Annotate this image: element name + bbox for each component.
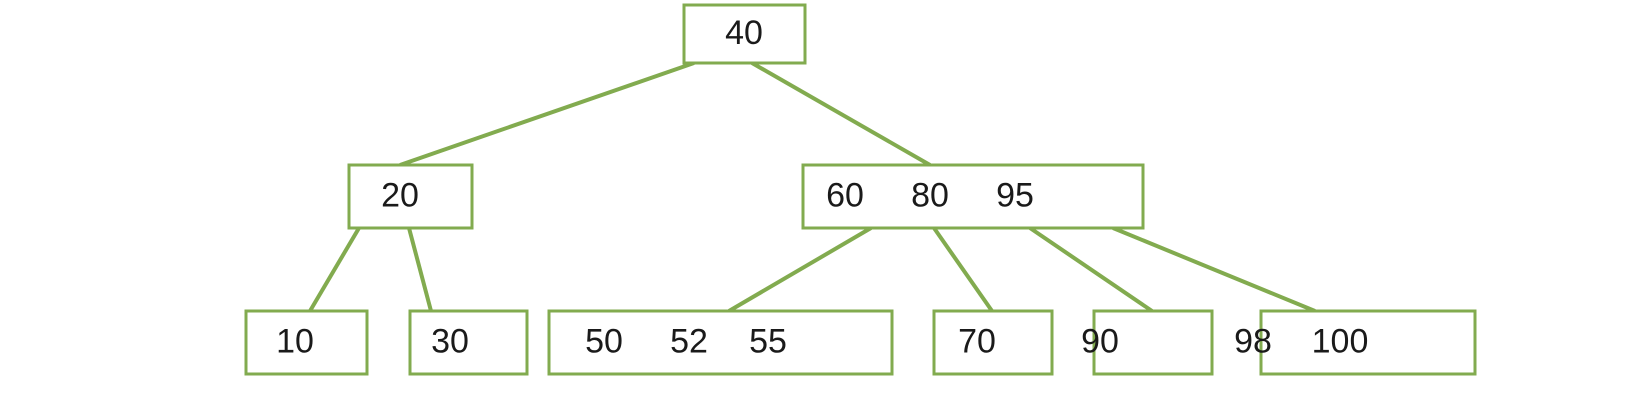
node-box <box>801 163 1145 230</box>
tree-node[interactable]: 90 <box>1081 309 1214 376</box>
node-box <box>682 3 807 65</box>
node-key: 60 <box>826 176 864 214</box>
tree-edge <box>727 226 873 313</box>
edge-layer <box>308 61 1316 313</box>
node-box <box>932 309 1054 376</box>
tree-edge <box>1028 226 1154 313</box>
tree-edge <box>399 61 695 167</box>
node-key: 40 <box>725 14 763 52</box>
tree-node[interactable]: 98 100 <box>1234 309 1477 376</box>
node-key: 100 <box>1312 322 1369 360</box>
node-box <box>347 163 474 230</box>
node-key: 98 <box>1234 322 1272 360</box>
tree-node[interactable]: 70 <box>932 309 1054 376</box>
tree-edge <box>932 226 994 313</box>
tree-edge <box>751 61 931 167</box>
tree-node[interactable]: 20 <box>347 163 474 230</box>
node-key: 20 <box>381 176 419 214</box>
node-key: 70 <box>958 322 996 360</box>
node-key: 90 <box>1081 322 1119 360</box>
tree-node[interactable]: 30 <box>408 309 529 376</box>
node-key: 55 <box>749 322 787 360</box>
tree-edge <box>1112 226 1316 313</box>
node-box <box>1259 309 1477 376</box>
node-box <box>244 309 369 376</box>
node-key: 80 <box>911 176 949 214</box>
node-layer: 40 20 60 80 95 10 30 50 52 55 70 90 98 100 <box>244 3 1477 376</box>
tree-node[interactable]: 10 <box>244 309 369 376</box>
node-box <box>1092 309 1214 376</box>
node-box <box>547 309 894 376</box>
node-key: 30 <box>431 322 469 360</box>
tree-node[interactable]: 50 52 55 <box>547 309 894 376</box>
tree-node[interactable]: 40 <box>682 3 807 65</box>
node-key: 10 <box>276 322 314 360</box>
node-key: 50 <box>585 322 623 360</box>
tree-node[interactable]: 60 80 95 <box>801 163 1145 230</box>
tree-edge <box>407 227 433 312</box>
node-box <box>408 309 529 376</box>
node-key: 95 <box>996 176 1034 214</box>
tree-edge <box>308 226 361 313</box>
node-key: 52 <box>670 322 708 360</box>
